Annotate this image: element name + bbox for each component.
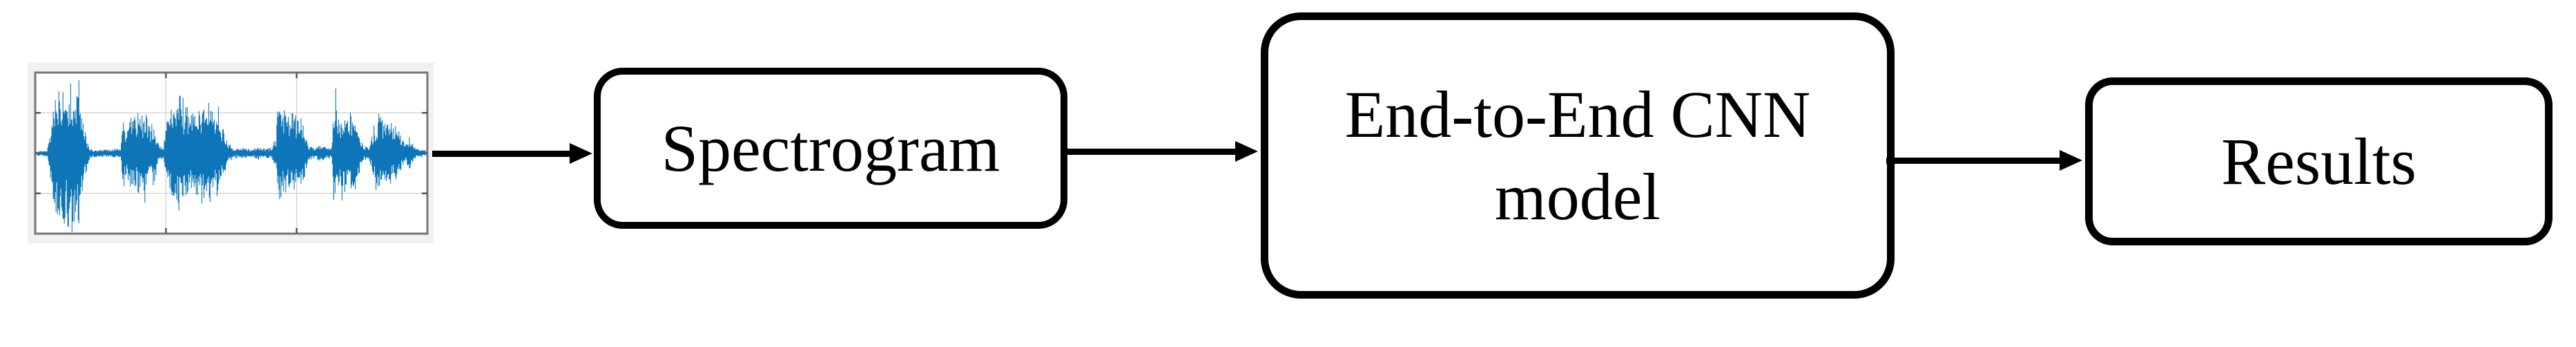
waveform-trace: [37, 80, 426, 232]
node-cnn-model: End-to-End CNN model: [1261, 12, 1895, 299]
arrow-waveform-to-spectrogram: [432, 143, 592, 164]
arrow-head-icon: [570, 143, 592, 164]
waveform-plot-svg: [28, 62, 434, 243]
arrow-spectrogram-to-cnn: [1067, 141, 1258, 162]
node-spectrogram: Spectrogram: [594, 68, 1067, 229]
arrow-head-icon: [2060, 150, 2082, 171]
arrow-line: [432, 150, 573, 157]
audio-waveform-plot: [28, 62, 434, 243]
arrow-head-icon: [1235, 141, 1258, 162]
arrow-cnn-to-results: [1886, 150, 2082, 171]
node-spectrogram-label: Spectrogram: [661, 111, 1000, 185]
node-results-label: Results: [2221, 124, 2417, 198]
arrow-line: [1067, 148, 1239, 155]
arrow-line: [1886, 157, 2063, 164]
node-cnn-model-label: End-to-End CNN model: [1344, 77, 1811, 234]
node-results: Results: [2085, 77, 2553, 245]
